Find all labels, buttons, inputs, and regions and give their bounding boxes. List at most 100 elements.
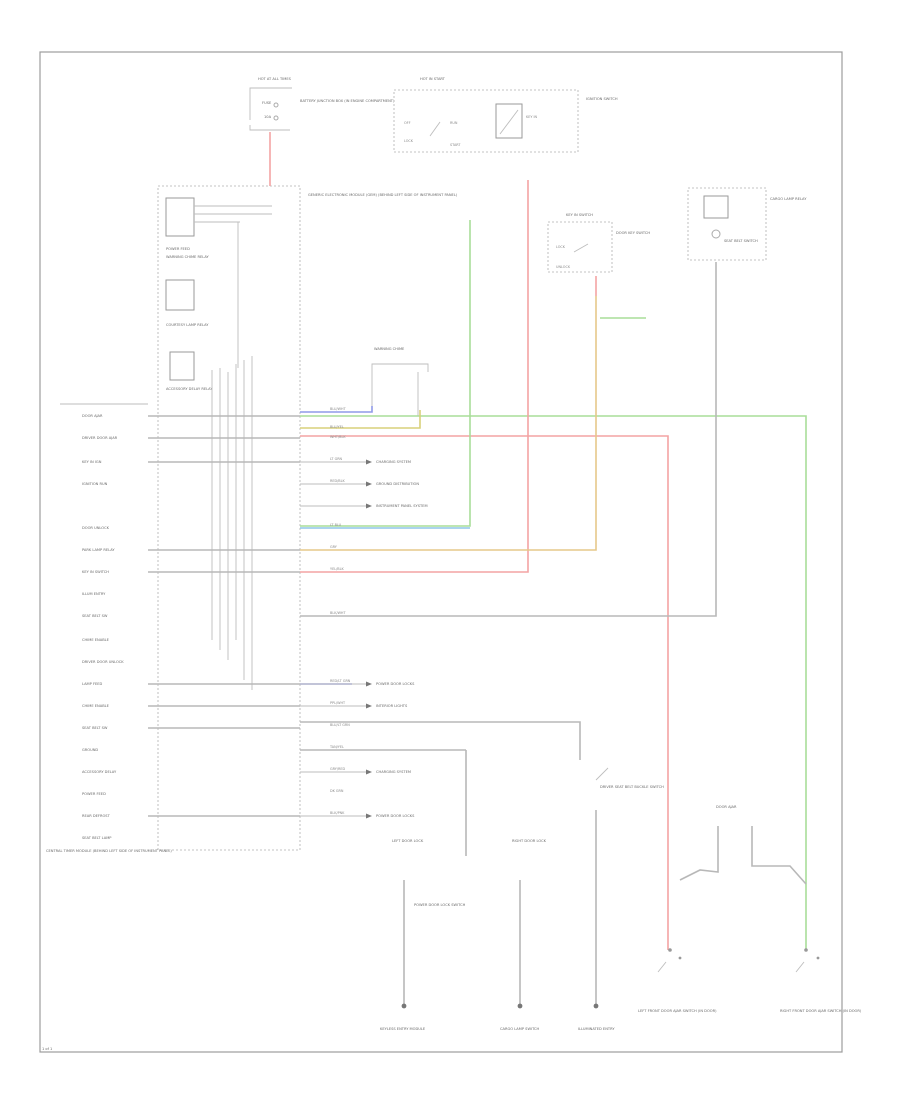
destination-label: GROUND DISTRIBUTION — [376, 482, 419, 486]
destination-labels: CHARGING SYSTEM GROUND DISTRIBUTION INSTRU… — [300, 459, 428, 819]
central-timer-desc: CENTRAL TIMER MODULE (BEHIND LEFT SIDE O… — [46, 849, 172, 853]
cargo-lamp-desc: SEAT BELT SWITCH — [724, 239, 758, 243]
svg-text:COURTESY LAMP RELAY: COURTESY LAMP RELAY — [166, 323, 209, 327]
destination-label: POWER DOOR LOCKS — [376, 814, 415, 818]
destination-label: POWER DOOR LOCKS — [376, 682, 415, 686]
fuse-label: FUSE — [262, 101, 272, 105]
destination-item: CHARGING SYSTEM — [300, 769, 411, 775]
pin-name: DOOR AJAR — [82, 414, 103, 418]
wire-code: PPL/WHT — [330, 701, 346, 705]
arrow-icon — [366, 481, 372, 487]
svg-text:KEY IN: KEY IN — [526, 115, 538, 119]
warning-chime-title: WARNING CHIME — [374, 347, 405, 351]
ignition-title: HOT IN START — [420, 77, 446, 81]
wire-code: GRY/RED — [330, 767, 345, 771]
pin-name: CHIME ENABLE — [82, 704, 110, 708]
page-number: 1 of 1 — [42, 1047, 52, 1051]
door-ajar-title: DOOR AJAR — [716, 805, 737, 809]
right-door-lock-title: RIGHT DOOR LOCK — [512, 839, 547, 843]
wire-code: BLK/PNK — [330, 811, 345, 815]
destination-label: INSTRUMENT PANEL SYSTEM — [376, 504, 428, 508]
svg-text:START: START — [450, 143, 461, 147]
arrow-icon — [366, 769, 372, 775]
keyless-entry-desc: KEYLESS ENTRY MODULE — [380, 1027, 426, 1031]
wire-blue-door-ajar — [300, 406, 373, 413]
left-door-ajar-desc: LEFT FRONT DOOR AJAR SWITCH (IN DOOR) — [638, 1009, 717, 1013]
wire-red-driver-door — [300, 435, 669, 950]
power-door-lock-desc: POWER DOOR LOCK SWITCH — [414, 903, 466, 907]
door-key-desc: DOOR KEY SWITCH — [616, 231, 650, 235]
pin-name-column: DOOR AJAR DRIVER DOOR AJAR KEY IN IGN IGNIT… — [82, 414, 124, 840]
wire-code: BLU/WHT — [330, 407, 347, 411]
pin-name: PARK LAMP RELAY — [82, 548, 115, 552]
wire-code: YEL/BLK — [330, 567, 344, 571]
svg-text:OFF: OFF — [404, 121, 411, 125]
wire-code: BLU/LT GRN — [330, 723, 350, 727]
cargo-lamp-switch-desc: CARGO LAMP SWITCH — [500, 1027, 540, 1031]
pin-name: DRIVER DOOR AJAR — [82, 436, 118, 440]
pin-name: KEY IN IGN — [82, 460, 102, 464]
svg-text:POWER FEED: POWER FEED — [166, 247, 190, 251]
svg-text:ACCESSORY DELAY RELAY: ACCESSORY DELAY RELAY — [166, 387, 213, 391]
svg-text:RUN: RUN — [450, 121, 458, 125]
svg-text:WARNING CHIME RELAY: WARNING CHIME RELAY — [166, 255, 209, 259]
destination-item: CHARGING SYSTEM — [300, 459, 411, 465]
destination-item: INSTRUMENT PANEL SYSTEM — [300, 503, 428, 509]
arrow-icon — [366, 703, 372, 709]
pin-name: LAMP FEED — [82, 682, 103, 686]
wire-code: BLU/YEL — [330, 425, 344, 429]
destination-item: POWER DOOR LOCKS — [300, 813, 415, 819]
ignition-switch: HOT IN START IGNITION SWITCH OFF LOCK RU… — [393, 77, 618, 153]
fuse-block-title: HOT AT ALL TIMES — [258, 77, 292, 81]
wire-code: LT GRN — [330, 457, 343, 461]
pin-name: CHIME ENABLE — [82, 638, 110, 642]
pin-name: DRIVER DOOR UNLOCK — [82, 660, 124, 664]
ignition-desc: IGNITION SWITCH — [586, 97, 618, 101]
cargo-lamp-relay: CARGO LAMP RELAY SEAT BELT SWITCH — [687, 187, 807, 261]
wire-code: WHT/BLK — [330, 435, 346, 439]
fuse-block-desc: BATTERY JUNCTION BOX (IN ENGINE COMPARTM… — [300, 99, 395, 103]
pin-name: IGNITION RUN — [82, 482, 108, 486]
destination-item: INTERIOR LIGHTS — [300, 703, 408, 709]
pin-name: SEAT BELT SW — [82, 726, 108, 730]
wire-code: RED/LT GRN — [330, 679, 351, 683]
ajar-switch-desc: DRIVER SEAT BELT BUCKLE SWITCH — [600, 785, 664, 789]
wire-green-door-ajar — [300, 415, 807, 950]
pin-name: GROUND — [82, 748, 98, 752]
destination-label: INTERIOR LIGHTS — [376, 704, 408, 708]
illum-entry-desc: ILLUMINATED ENTRY — [578, 1027, 615, 1031]
wire-code: RED/BLK — [330, 479, 345, 483]
wire-code: DK GRN — [330, 789, 344, 793]
wire-green-ignition — [300, 220, 471, 527]
pin-name: SEAT BELT LAMP — [82, 836, 112, 840]
pin-name: POWER FEED — [82, 792, 106, 796]
diagram-frame — [39, 51, 843, 1053]
fuse-block: HOT AT ALL TIMES FUSE 10A BATTERY JUNCTI… — [249, 77, 395, 131]
left-door-lock-title: LEFT DOOR LOCK — [392, 839, 424, 843]
door-key-switch: KEY IN SWITCH DOOR KEY SWITCH LOCK UNLOC… — [547, 213, 650, 273]
wire-code: LT BLU — [330, 523, 342, 527]
pin-name: ACCESSORY DELAY — [82, 770, 117, 774]
arrow-icon — [366, 503, 372, 509]
destination-item: GROUND DISTRIBUTION — [300, 481, 419, 487]
gem-module: GENERIC ELECTRONIC MODULE (GEM) (BEHIND … — [157, 185, 458, 851]
svg-text:LOCK: LOCK — [556, 245, 566, 249]
pin-name: KEY IN SWITCH — [82, 570, 109, 574]
wire-red-key-in — [300, 180, 529, 573]
wire-code: BLK/WHT — [330, 611, 346, 615]
gem-title: GENERIC ELECTRONIC MODULE (GEM) (BEHIND … — [308, 193, 458, 197]
wire-code: GRY — [330, 545, 338, 549]
wire-olive-chime — [300, 410, 421, 429]
wires — [148, 132, 807, 1004]
svg-text:UNLOCK: UNLOCK — [556, 265, 571, 269]
bottom-components: LEFT DOOR LOCK RIGHT DOOR LOCK DOOR AJAR… — [380, 767, 862, 1031]
destination-label: CHARGING SYSTEM — [376, 460, 411, 464]
right-door-ajar-desc: RIGHT FRONT DOOR AJAR SWITCH (IN DOOR) — [780, 1009, 862, 1013]
wire-yellow-park — [300, 296, 597, 551]
wire-code-labels: BLU/WHT BLU/YEL WHT/BLK LT GRN RED/BLK LT BLU… — [329, 407, 351, 815]
wire-code: TAN/YEL — [329, 745, 344, 749]
arrow-icon — [366, 459, 372, 465]
destination-item: POWER DOOR LOCKS — [300, 681, 415, 687]
pin-name: REAR DEFROST — [82, 814, 111, 818]
